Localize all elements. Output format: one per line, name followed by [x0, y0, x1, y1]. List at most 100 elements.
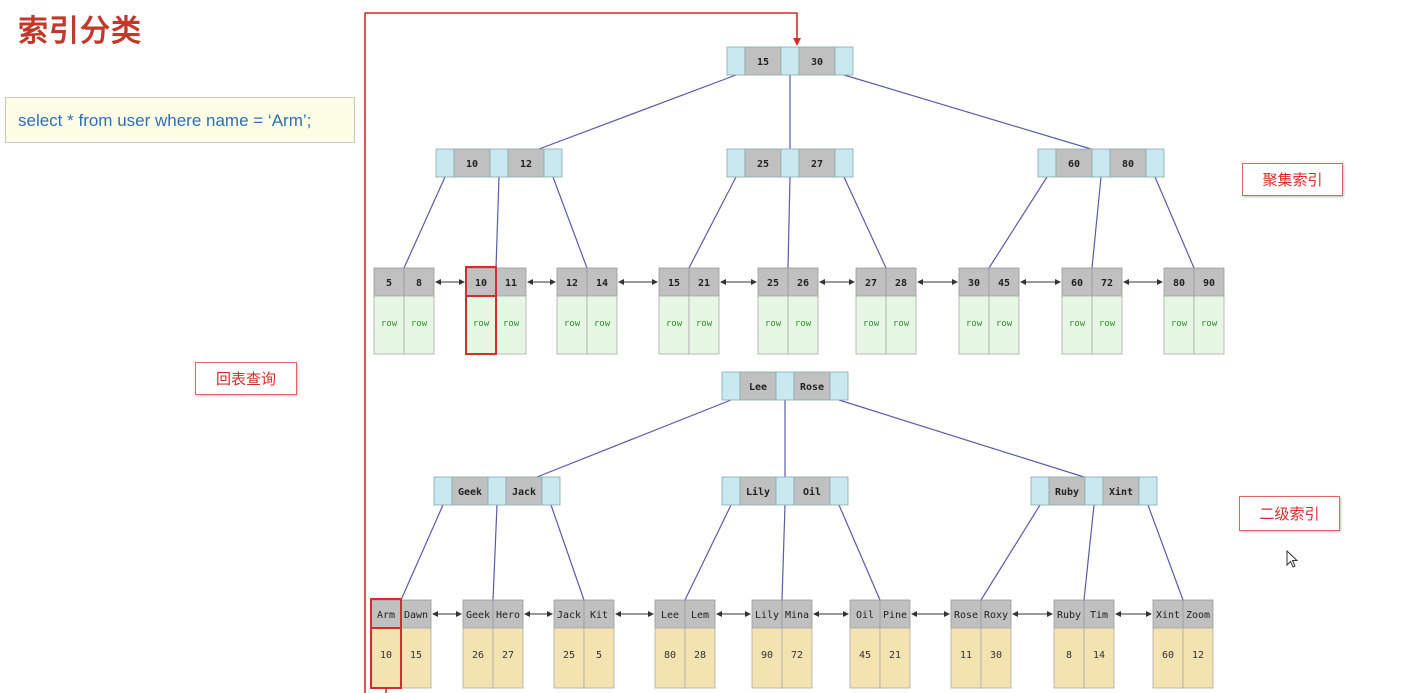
leaf-key-cell: [658, 267, 690, 297]
leaf-value-cell: [654, 627, 686, 689]
leaf-key-cell: [684, 599, 716, 629]
leaf-value-cell: [1152, 627, 1184, 689]
leaf-key-label: Oil: [856, 610, 874, 621]
node-pointer-cell: [775, 371, 795, 401]
node-key-label: Lily: [746, 486, 770, 498]
leaf-key-label: Pine: [883, 610, 907, 621]
leaf-value-label: 30: [990, 650, 1002, 661]
node-pointer-cell: [829, 476, 849, 506]
leaf-key-label: 8: [416, 278, 422, 289]
tree-edge: [536, 399, 732, 478]
tree-edge: [688, 176, 737, 269]
leaf-key-cell: [958, 267, 990, 297]
leaf-key-label: 11: [505, 278, 517, 289]
node-key-cell: [739, 476, 777, 506]
leaf-row-cell: [403, 295, 435, 355]
leaf-value-cell: [583, 627, 615, 689]
node-pointer-cell: [721, 476, 741, 506]
tree-edge: [1083, 504, 1095, 601]
node-key-label: Oil: [803, 486, 821, 498]
leaf-key-label: 10: [475, 278, 487, 289]
leaf-value-label: 90: [761, 650, 773, 661]
leaf-key-label: Hero: [496, 610, 520, 621]
leaf-row-label: row: [863, 319, 880, 329]
node-pointer-cell: [1084, 476, 1104, 506]
node-key-label: Lee: [749, 382, 767, 393]
leaf-key-label: Mina: [785, 610, 809, 621]
leaf-value-label: 26: [472, 650, 484, 661]
leaf-key-cell: [492, 599, 524, 629]
tree-edge: [552, 176, 588, 269]
node-key-cell: [793, 476, 831, 506]
node-pointer-cell: [829, 371, 849, 401]
leaf-value-cell: [751, 627, 783, 689]
leaf-row-cell: [988, 295, 1020, 355]
leaf-key-cell: [849, 599, 881, 629]
leaf-key-cell: [403, 267, 435, 297]
leaf-key-label: Lee: [661, 610, 679, 621]
leaf-value-label: 14: [1093, 650, 1105, 661]
clustered-index-label: 聚集索引: [1242, 163, 1343, 196]
node-pointer-cell: [435, 148, 455, 178]
leaf-key-cell: [1152, 599, 1184, 629]
leaf-row-label: row: [996, 319, 1013, 329]
leaf-row-cell: [465, 295, 497, 355]
tree-edge: [988, 176, 1048, 269]
leaf-row-label: row: [1099, 319, 1116, 329]
node-key-label: 80: [1122, 159, 1134, 170]
node-pointer-cell: [543, 148, 563, 178]
leaf-value-cell: [980, 627, 1012, 689]
node-pointer-cell: [721, 371, 741, 401]
leaf-row-label: row: [473, 319, 490, 329]
leaf-value-label: 10: [380, 650, 392, 661]
leaf-value-label: 80: [664, 650, 676, 661]
leaf-key-cell: [1091, 267, 1123, 297]
leaf-key-label: Roxy: [984, 610, 1008, 621]
node-key-label: Jack: [512, 487, 536, 498]
leaf-key-label: Tim: [1090, 610, 1108, 621]
leaf-row-label: row: [795, 319, 812, 329]
leaf-row-label: row: [696, 319, 713, 329]
leaf-key-label: 14: [596, 278, 608, 289]
leaf-value-cell: [849, 627, 881, 689]
leaf-row-cell: [586, 295, 618, 355]
leaf-row-cell: [1091, 295, 1123, 355]
leaf-key-label: Kit: [590, 610, 608, 621]
node-key-cell: [1109, 148, 1147, 178]
leaf-value-label: 8: [1066, 650, 1072, 661]
leaf-key-cell: [781, 599, 813, 629]
leaf-key-label: Rose: [954, 610, 978, 621]
tree-edge: [1154, 176, 1195, 269]
leaf-key-cell: [855, 267, 887, 297]
node-pointer-cell: [780, 46, 800, 76]
leaf-value-cell: [1053, 627, 1085, 689]
leaf-row-cell: [958, 295, 990, 355]
leaf-value-label: 5: [596, 650, 602, 661]
node-key-label: Rose: [800, 382, 824, 393]
leaf-row-label: row: [893, 319, 910, 329]
node-key-cell: [793, 371, 831, 401]
leaf-key-label: 25: [767, 278, 779, 289]
leaf-value-cell: [462, 627, 494, 689]
leaf-key-cell: [654, 599, 686, 629]
tree-edge: [781, 504, 786, 601]
node-pointer-cell: [1138, 476, 1158, 506]
node-pointer-cell: [834, 148, 854, 178]
leaf-value-label: 72: [791, 650, 803, 661]
leaf-value-label: 12: [1192, 650, 1204, 661]
leaf-key-label: 15: [668, 278, 680, 289]
node-key-cell: [507, 148, 545, 178]
leaf-key-cell: [885, 267, 917, 297]
